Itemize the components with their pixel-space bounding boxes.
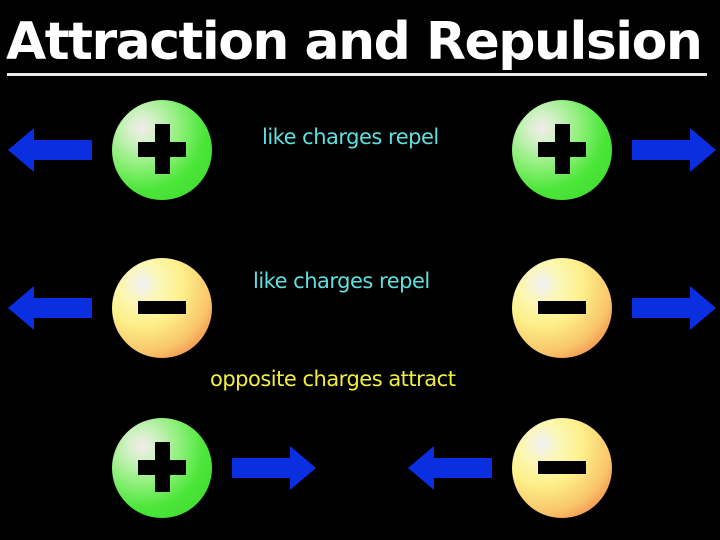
caption-opposite-charges-attract: opposite charges attract: [210, 367, 456, 391]
minus-icon: [138, 301, 186, 314]
plus-icon-vertical: [155, 124, 170, 174]
arrow-right-icon: [632, 283, 716, 333]
title-underline: [7, 73, 707, 76]
negative-charge-sphere: [512, 418, 612, 518]
arrow-right-icon: [232, 443, 316, 493]
plus-icon-vertical: [155, 442, 170, 492]
arrow-left-icon: [8, 125, 92, 175]
arrow-left-icon: [8, 283, 92, 333]
minus-icon: [538, 301, 586, 314]
positive-charge-sphere: [512, 100, 612, 200]
minus-icon: [538, 461, 586, 474]
positive-charge-sphere: [112, 100, 212, 200]
arrow-left-icon: [408, 443, 492, 493]
caption-like-charges-repel: like charges repel: [262, 125, 439, 149]
negative-charge-sphere: [512, 258, 612, 358]
arrow-right-icon: [632, 125, 716, 175]
positive-charge-sphere: [112, 418, 212, 518]
negative-charge-sphere: [112, 258, 212, 358]
page-title: Attraction and Repulsion: [6, 12, 703, 72]
caption-like-charges-repel: like charges repel: [253, 269, 430, 293]
plus-icon-vertical: [555, 124, 570, 174]
